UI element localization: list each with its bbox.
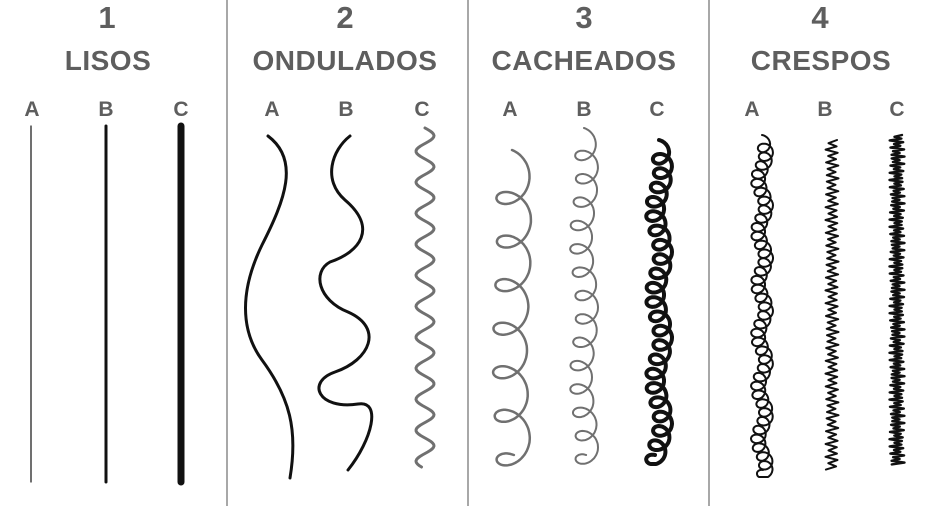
category-1-subtype-a: A [24, 98, 39, 121]
hair-strand-4b [824, 139, 840, 471]
category-3-subtype-c: C [649, 98, 664, 121]
category-3-number: 3 [575, 0, 592, 35]
category-4-subtype-c: C [889, 98, 904, 121]
category-2-number: 2 [336, 0, 353, 35]
hair-strand-4a [750, 134, 774, 478]
hair-strand-2c [414, 126, 436, 469]
hair-strand-3b [569, 127, 599, 465]
category-1-subtype-b: B [98, 98, 113, 121]
category-4-number: 4 [811, 0, 829, 35]
category-4-subtype-a: A [744, 98, 759, 121]
category-1-subtype-c: C [173, 98, 188, 121]
hair-strand-3c [644, 138, 674, 466]
category-4-subtype-b: B [817, 98, 832, 121]
hair-strand-3a [491, 148, 533, 467]
category-1-number: 1 [98, 0, 115, 35]
hair-strand-2a [244, 134, 295, 480]
hair-strand-2b [317, 134, 374, 472]
category-1-name: LISOS [65, 45, 152, 76]
category-2-subtype-a: A [264, 98, 279, 121]
hair-strand-4c [888, 133, 906, 466]
category-2-subtype-b: B [338, 98, 353, 121]
category-3-name: CACHEADOS [492, 45, 677, 76]
category-3-subtype-a: A [502, 98, 517, 121]
category-2-subtype-c: C [414, 98, 429, 121]
category-2-name: ONDULADOS [253, 45, 438, 76]
category-3-subtype-b: B [576, 98, 591, 121]
category-4-name: CRESPOS [751, 45, 891, 76]
